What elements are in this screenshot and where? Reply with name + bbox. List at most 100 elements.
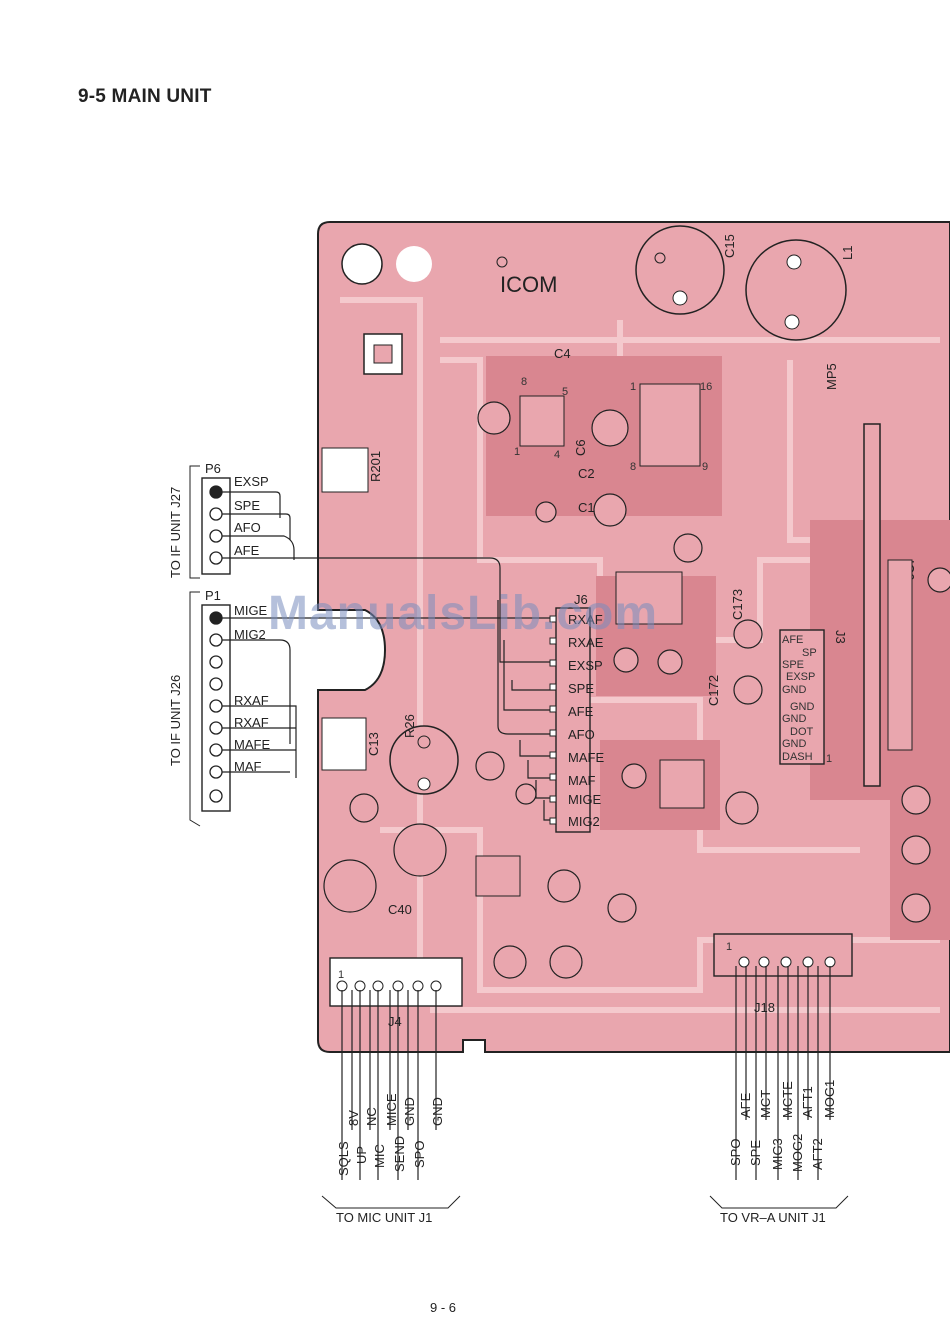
pin-number: 1 [514,446,520,458]
j4-pin-label: MIC [372,1144,387,1168]
j18-connector [713,933,853,977]
j6-pin-label: RXAF [568,612,603,627]
j6-pin-label: AFO [568,727,595,742]
capacitor-c15 [635,225,725,315]
j3-pin-label: DASH [782,751,813,763]
j3-name: J3 [833,630,848,644]
ic-chip [475,855,521,897]
pin-number: 1 [630,381,636,393]
pin-number: 1 [726,941,732,953]
component-label: C173 [730,589,745,620]
component-label: MP5 [824,363,839,390]
ic-chip-ic6 [887,559,913,751]
pin-number: 8 [521,376,527,388]
p1-pin-label: MAFE [234,737,270,752]
p1-pin-label: RXAF [234,715,269,730]
p1-side-label: TO IF UNIT J26 [168,675,183,766]
j18-pin-label: SPO [728,1139,743,1166]
j3-connector [779,629,825,765]
page-title: 9-5 MAIN UNIT [78,86,212,107]
pin-number: 1 [338,969,344,981]
watermark: ManualsLib.com [268,587,659,640]
j6-pin-label: RXAE [568,635,604,650]
j6-pin-label: SPE [568,681,594,696]
j4-pin-label: SPO [412,1141,427,1168]
j18-name: J18 [754,1000,775,1015]
component-label: R26 [402,714,417,738]
j18-pin-label: MIG3 [770,1138,785,1170]
ic-chip [615,571,683,625]
j3-pin-label: AFE [782,634,803,646]
j6-pin-label: MIG2 [568,814,600,829]
component-label: C4 [554,346,571,361]
j18-pin-label: MCT [758,1090,773,1118]
ic-chip [639,383,701,467]
j3-pin-label: DOT [790,726,814,738]
component-label: C1 [578,500,595,515]
j18-pin-label: AFT1 [800,1086,815,1118]
j18-pin-label: AFE [738,1092,753,1118]
j4-pin-label: 8V [346,1110,361,1126]
j3-pin-label: GND [782,713,807,725]
j18-wires [735,966,831,1180]
j3-pin-label: GND [782,738,807,750]
j18-destination: TO VR–A UNIT J1 [720,1210,826,1225]
j4-pin-label: GND [430,1097,445,1126]
pin-number: 16 [700,381,712,393]
p1-pin-label: MIGE [234,603,268,618]
resistor-r201 [321,447,369,493]
j18-pin-label: AFT2 [810,1138,825,1170]
page-number: 9 - 6 [430,1300,457,1315]
j4-pin-label: NC [364,1107,379,1126]
p6-name: P6 [205,461,221,476]
j6-pin-label: MIGE [568,792,602,807]
j3-pin-label: SPE [782,659,804,671]
j4-pin-label: UP [354,1146,369,1164]
j6-name: J6 [574,592,588,607]
j4-wires [341,990,437,1180]
component-label: C40 [388,902,412,917]
j6-pin-label: EXSP [568,658,603,673]
inductor-l1 [745,239,847,341]
p1-name: P1 [205,588,221,603]
j4-pin-label: SEND [392,1136,407,1172]
resistor-r26 [321,717,367,771]
pin-number: 5 [562,386,568,398]
pin-number: 9 [702,461,708,473]
component-label: C172 [706,675,721,706]
ic-chip [519,395,565,447]
j18-pin-label: MOG1 [822,1080,837,1118]
component-label: C2 [578,466,595,481]
p1-pins [209,611,223,803]
connector-wires [222,491,556,821]
j4-destination: TO MIC UNIT J1 [336,1210,432,1225]
ic-chip [659,759,705,809]
component-label: C6 [573,439,588,456]
j3-pin-label: EXSP [786,671,815,683]
mounting-hole [396,246,432,282]
j18-pin-label: MOG2 [790,1134,805,1172]
p1-pin-label: RXAF [234,693,269,708]
j6-pin-label: MAFE [568,750,604,765]
j6-pin-label: MAF [568,773,596,788]
j4-pin-label: SQLS [336,1141,351,1176]
p1-pin-label: MAF [234,759,262,774]
j4-name: J4 [388,1014,402,1029]
j3-pin-label: GND [782,684,807,696]
j6-pins [549,615,557,825]
j6-connector [555,607,591,833]
j4-pin-label: GND [402,1097,417,1126]
header-strip [863,423,881,787]
p1-pin-label: MIG2 [234,627,266,642]
j18-pin-label: MCTE [780,1081,795,1118]
j4-pin-label: MICE [384,1093,399,1126]
j4-pins [336,980,442,992]
transistors [323,401,950,979]
component-label: L1 [840,246,855,260]
capacitor-c40 [389,725,459,795]
j6-pin-label: AFE [568,704,594,719]
j18-pin-label: SPE [748,1140,763,1166]
p6-pin-label: SPE [234,498,260,513]
